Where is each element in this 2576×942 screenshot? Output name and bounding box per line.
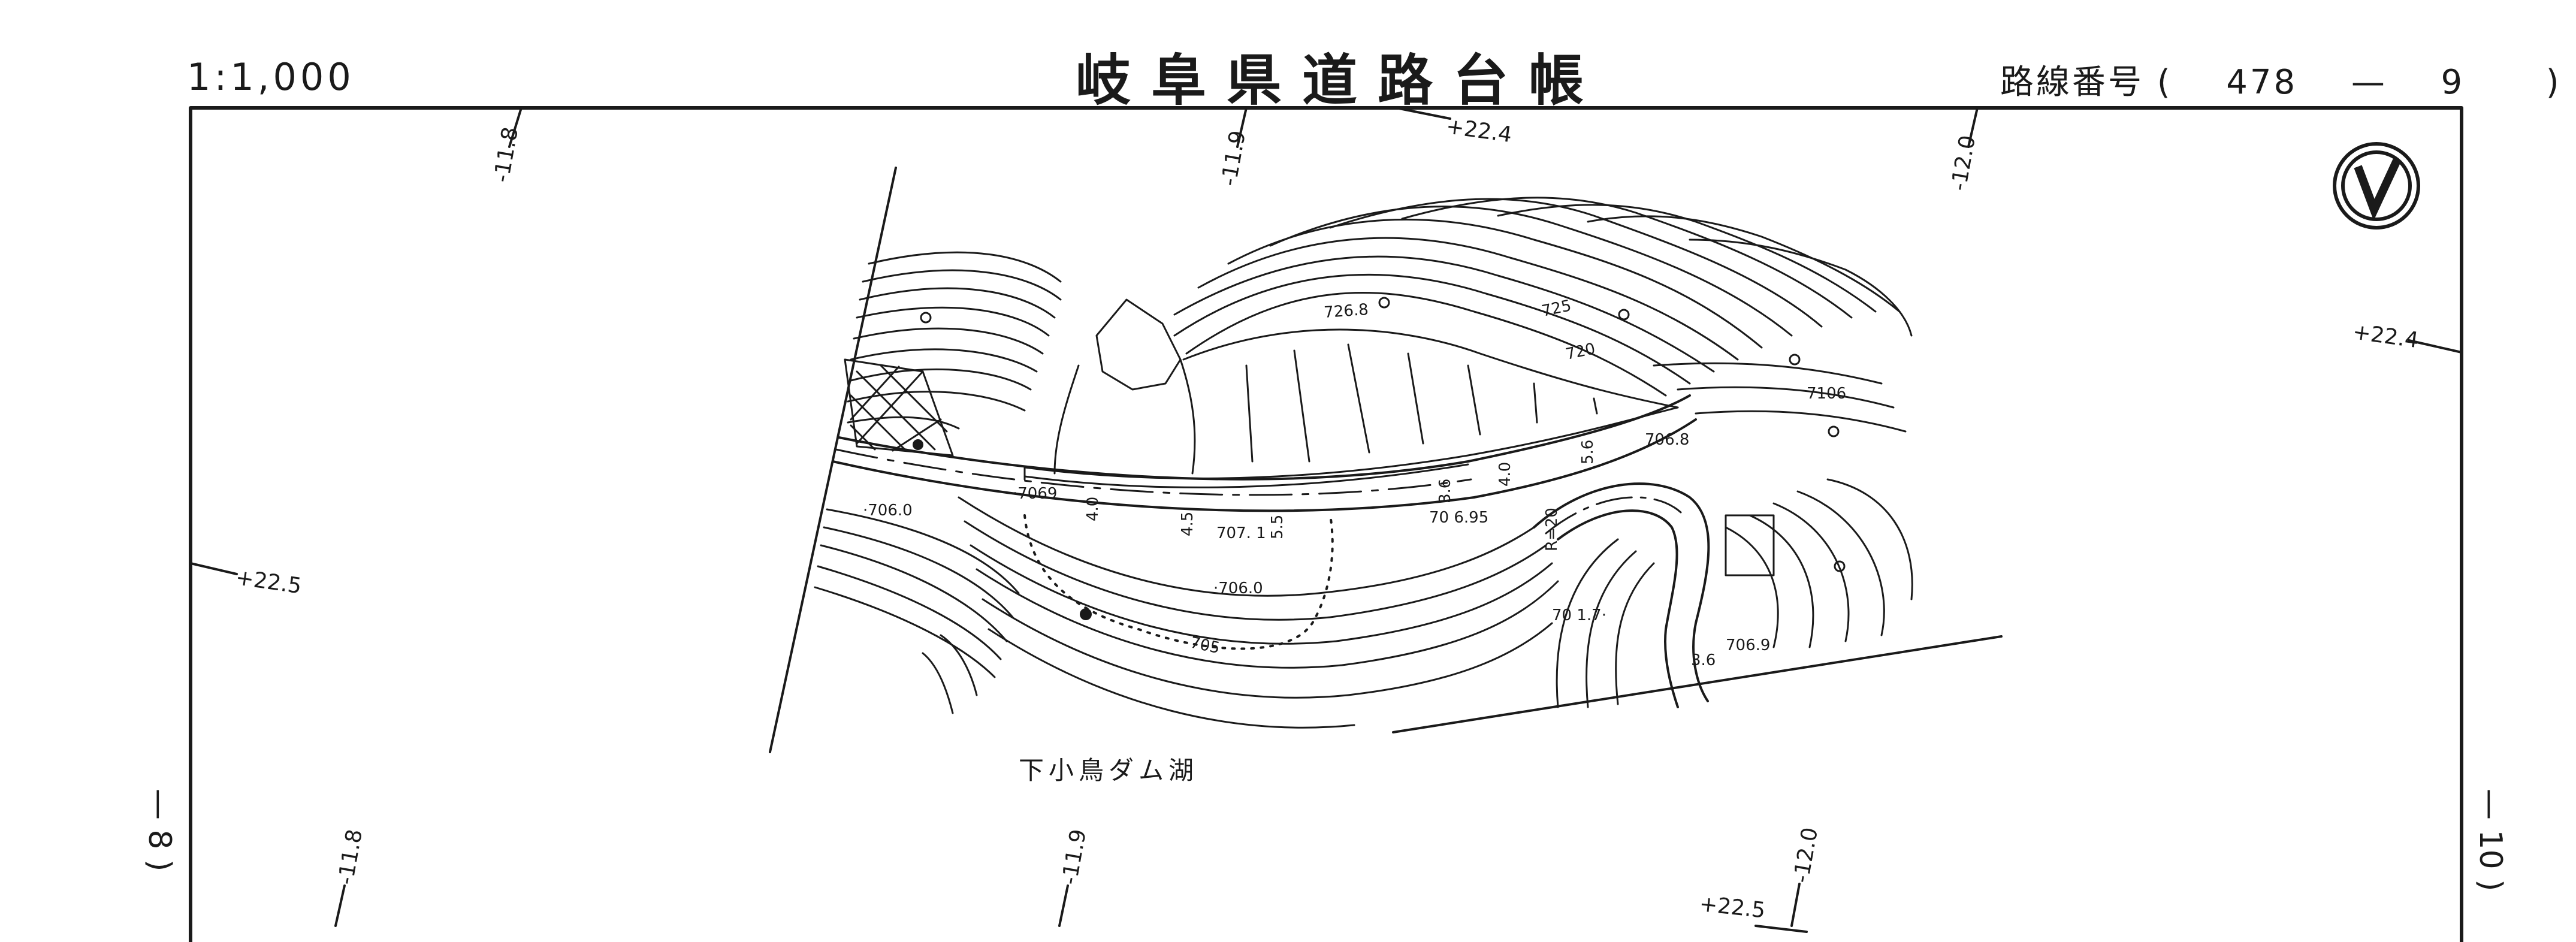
label-width-3-6b: 3.6 xyxy=(1691,651,1716,669)
grid-tick-top-2 xyxy=(1236,107,1248,148)
label-706-95: 70 6.95 xyxy=(1429,509,1488,527)
route-dash: — xyxy=(2351,63,2387,102)
control-point xyxy=(913,439,923,450)
label-706-0-mid: ·706.0 xyxy=(1213,579,1263,597)
forest-area xyxy=(920,297,1846,572)
label-7069: ·7069 xyxy=(1013,485,1057,503)
route-number-label: 路線番号 ( 478 — 9 ) xyxy=(2000,55,2562,104)
lake-contours xyxy=(814,496,1559,729)
grid-label-top-4: -12.0 xyxy=(1946,134,1980,193)
label-width-4-5: 4.5 xyxy=(1179,512,1197,536)
label-726-8: 726.8 xyxy=(1323,301,1369,322)
grid-label-bottom-4: +22.5 xyxy=(1698,892,1766,923)
grid-tick-bottom-1 xyxy=(334,884,346,927)
grid-tick-top-4 xyxy=(1967,107,1979,148)
grid-label-top-3: +22.4 xyxy=(1445,114,1514,147)
benchmark-point xyxy=(1080,608,1092,620)
label-width-4-0b: 4.0 xyxy=(1496,462,1514,487)
adjacent-sheet-right: — 10 ) xyxy=(2472,789,2508,892)
label-706-9: 706.9 xyxy=(1726,636,1770,654)
grid-label-bottom-1: -11.8 xyxy=(333,828,367,887)
label-705: 705 xyxy=(1189,634,1222,658)
label-706-0-left: ·706.0 xyxy=(863,502,913,520)
label-width-3-6: 3.6 xyxy=(1436,479,1454,503)
grid-tick-bottom-4 xyxy=(1754,925,1808,933)
map-scale: 1:1,000 xyxy=(187,55,355,99)
label-width-5-5: 5.5 xyxy=(1269,515,1287,539)
adjacent-sheet-left: — 8 ) xyxy=(141,789,177,872)
grid-label-right-1: +22.4 xyxy=(2351,319,2420,353)
grid-tick-bottom-2 xyxy=(1058,884,1069,927)
label-radius: R=20 xyxy=(1543,508,1561,551)
grid-tick-bottom-3 xyxy=(1790,883,1801,927)
shoreline-dotted xyxy=(1023,514,1334,650)
grid-label-left-1: +22.5 xyxy=(234,565,303,599)
route-sheet-number: 9 xyxy=(2441,63,2465,102)
grid-label-top-1: -11.8 xyxy=(489,125,523,185)
road-curve xyxy=(1533,482,1710,708)
label-width-5-6: 5.6 xyxy=(1579,440,1597,464)
route-number: 478 xyxy=(2226,63,2298,102)
slope-hachure xyxy=(1182,328,1679,463)
route-prefix: 路線番号 xyxy=(2000,63,2144,102)
label-701-7: 70 1.7· xyxy=(1552,606,1606,624)
page-title: 岐阜県道路台帳 xyxy=(1076,49,1605,113)
label-706-8: 706.8 xyxy=(1645,431,1689,449)
label-7106: 7106 xyxy=(1807,385,1846,403)
grid-label-top-2: -11.9 xyxy=(1216,129,1251,188)
right-boundary-line xyxy=(1392,635,2003,733)
building-hatched xyxy=(844,358,954,457)
route-open-paren: ( xyxy=(2157,63,2173,102)
label-707-1: 707. 1 xyxy=(1216,524,1266,542)
north-arrow-icon xyxy=(2333,142,2420,230)
left-boundary-line xyxy=(769,167,897,753)
grid-tick-top-1 xyxy=(508,107,523,148)
label-width-4-0: 4.0 xyxy=(1084,497,1102,521)
map-frame xyxy=(189,106,2463,942)
grid-tick-left-1 xyxy=(189,562,238,575)
upper-hill-contours xyxy=(847,197,1913,433)
road-main xyxy=(832,394,1697,512)
right-terrain-contours xyxy=(1556,478,1913,708)
grid-tick-right-1 xyxy=(2408,339,2463,354)
route-close-paren: ) xyxy=(2545,63,2562,102)
label-725: 725 xyxy=(1540,297,1573,321)
grid-label-bottom-2: -11.9 xyxy=(1057,828,1091,887)
lake-name: 下小鳥ダム湖 xyxy=(1019,756,1199,785)
grid-tick-top-3 xyxy=(1395,107,1451,120)
grid-label-bottom-3: -12.0 xyxy=(1789,826,1823,885)
